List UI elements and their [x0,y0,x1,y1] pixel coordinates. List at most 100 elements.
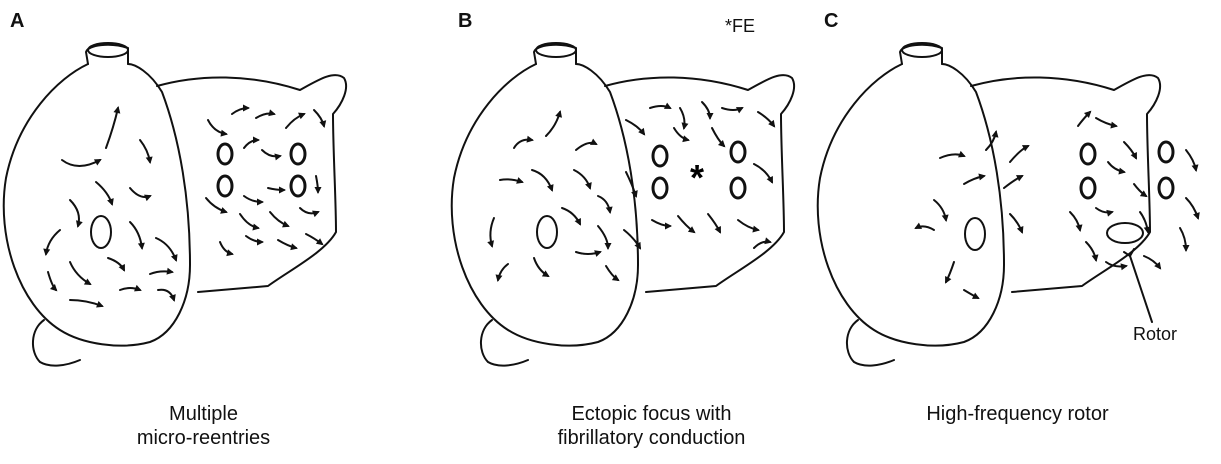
curved-arrow-icon [1186,150,1198,172]
curved-arrow-icon [934,200,949,222]
vein-ostia [218,144,305,196]
curved-arrow-icon [598,196,613,214]
curved-arrow-icon [652,220,672,230]
curved-arrow-icon [206,198,228,214]
curved-arrow-icon [754,237,772,248]
curved-arrow-icon [576,250,602,257]
panel-c: C Rotor High-frequency rotor [814,0,1221,464]
curved-arrow-icon [262,150,282,160]
curved-arrow-icon [758,112,775,128]
caption-line-1: Ectopic focus with [448,402,855,426]
curved-arrow-icon [232,105,250,115]
pulmonary-vein-ostium-icon [1159,178,1173,198]
atria-outline [4,43,346,366]
curved-arrow-icon [1108,162,1126,174]
curved-arrow-icon [96,182,114,206]
curved-arrow-icon [306,234,324,245]
curved-arrow-icon [1078,111,1091,126]
curved-arrow-icon [208,120,228,137]
curved-arrow-icon [246,236,264,246]
curved-arrow-icon [722,107,744,113]
curved-arrow-icon [532,170,554,192]
pulmonary-vein-ostium-icon [653,178,667,198]
curved-arrow-icon [48,272,57,291]
curved-arrow-icon [674,128,690,142]
curved-arrow-icon [598,226,612,250]
rotor-pointer [1124,249,1152,322]
curved-arrow-icon [738,220,760,232]
curved-arrow-icon [62,159,102,166]
tricuspid-orifice [537,216,557,248]
caption: Ectopic focus with fibrillatory conducti… [448,402,855,450]
curved-arrow-icon [70,262,92,285]
curved-arrow-icon [514,136,534,148]
curved-arrow-icon [496,264,508,282]
curved-arrow-icon [576,139,598,150]
curved-arrow-icon [487,218,494,248]
caption: High-frequency rotor [814,402,1221,426]
curved-arrow-icon [650,103,672,109]
curved-arrow-icon [1144,256,1161,270]
curved-arrow-icon [712,128,725,147]
caption-line-1: High-frequency rotor [814,402,1221,426]
curved-arrow-icon [244,137,260,149]
curved-arrow-icon [278,240,298,250]
pulmonary-vein-ostium-icon [291,144,305,164]
pulmonary-vein-ostium-icon [731,142,745,162]
curved-arrow-icon [940,151,966,158]
heart-diagram [0,0,407,464]
vein-ostia [1081,142,1173,198]
atria-outline [818,43,1160,366]
curved-arrow-icon [120,285,142,291]
curved-arrow-icon [562,208,581,226]
curved-arrow-icon [70,200,83,228]
heart-diagram [814,0,1221,464]
curved-arrow-icon [1124,142,1137,160]
curved-arrow-icon [1010,214,1023,234]
curved-arrow-icon [70,300,104,308]
pulmonary-vein-ostium-icon [731,178,745,198]
panel-a: A Multiple micro-reentries [0,0,407,464]
wavelet-arrows [43,105,326,308]
curved-arrow-icon [708,214,721,234]
curved-arrow-icon [964,174,986,184]
curved-arrow-icon [1004,175,1024,188]
pulmonary-vein-ostium-icon [1159,142,1173,162]
curved-arrow-icon [626,120,645,136]
curved-arrow-icon [130,222,145,250]
heart-diagram: * [448,0,855,464]
curved-arrow-icon [240,214,260,230]
caption-line-2: micro-reentries [0,426,407,450]
caption-line-2: fibrillatory conduction [448,426,855,450]
curved-arrow-icon [256,109,276,118]
curved-arrow-icon [140,140,153,164]
asterisk-icon: * [690,157,704,198]
curved-arrow-icon [43,230,60,256]
curved-arrow-icon [678,216,696,233]
caption: Multiple micro-reentries [0,402,407,450]
tricuspid-orifice [91,216,111,248]
curved-arrow-icon [574,170,592,190]
curved-arrow-icon [244,196,264,206]
pulmonary-vein-ostium-icon [653,146,667,166]
curved-arrow-icon [314,110,326,128]
atria-outline [452,43,794,366]
curved-arrow-icon [754,164,773,184]
curved-arrow-icon [268,187,286,194]
caption-line-1: Multiple [0,402,407,426]
curved-arrow-icon [680,108,688,130]
pulmonary-vein-ostium-icon [1081,144,1095,164]
curved-arrow-icon [150,268,174,275]
curved-arrow-icon [1186,198,1200,220]
pulmonary-vein-ostium-icon [218,176,232,196]
curved-arrow-icon [702,102,714,120]
curved-arrow-icon [1096,118,1118,128]
curved-arrow-icon [914,223,934,230]
curved-arrow-icon [1096,208,1114,217]
tricuspid-orifice [965,218,985,250]
curved-arrow-icon [1134,184,1148,197]
curved-arrow-icon [106,106,120,148]
panel-b: B *FE * Ectopic focus with fibrillatory … [448,0,855,464]
curved-arrow-icon [945,262,954,284]
curved-arrow-icon [1180,228,1190,252]
